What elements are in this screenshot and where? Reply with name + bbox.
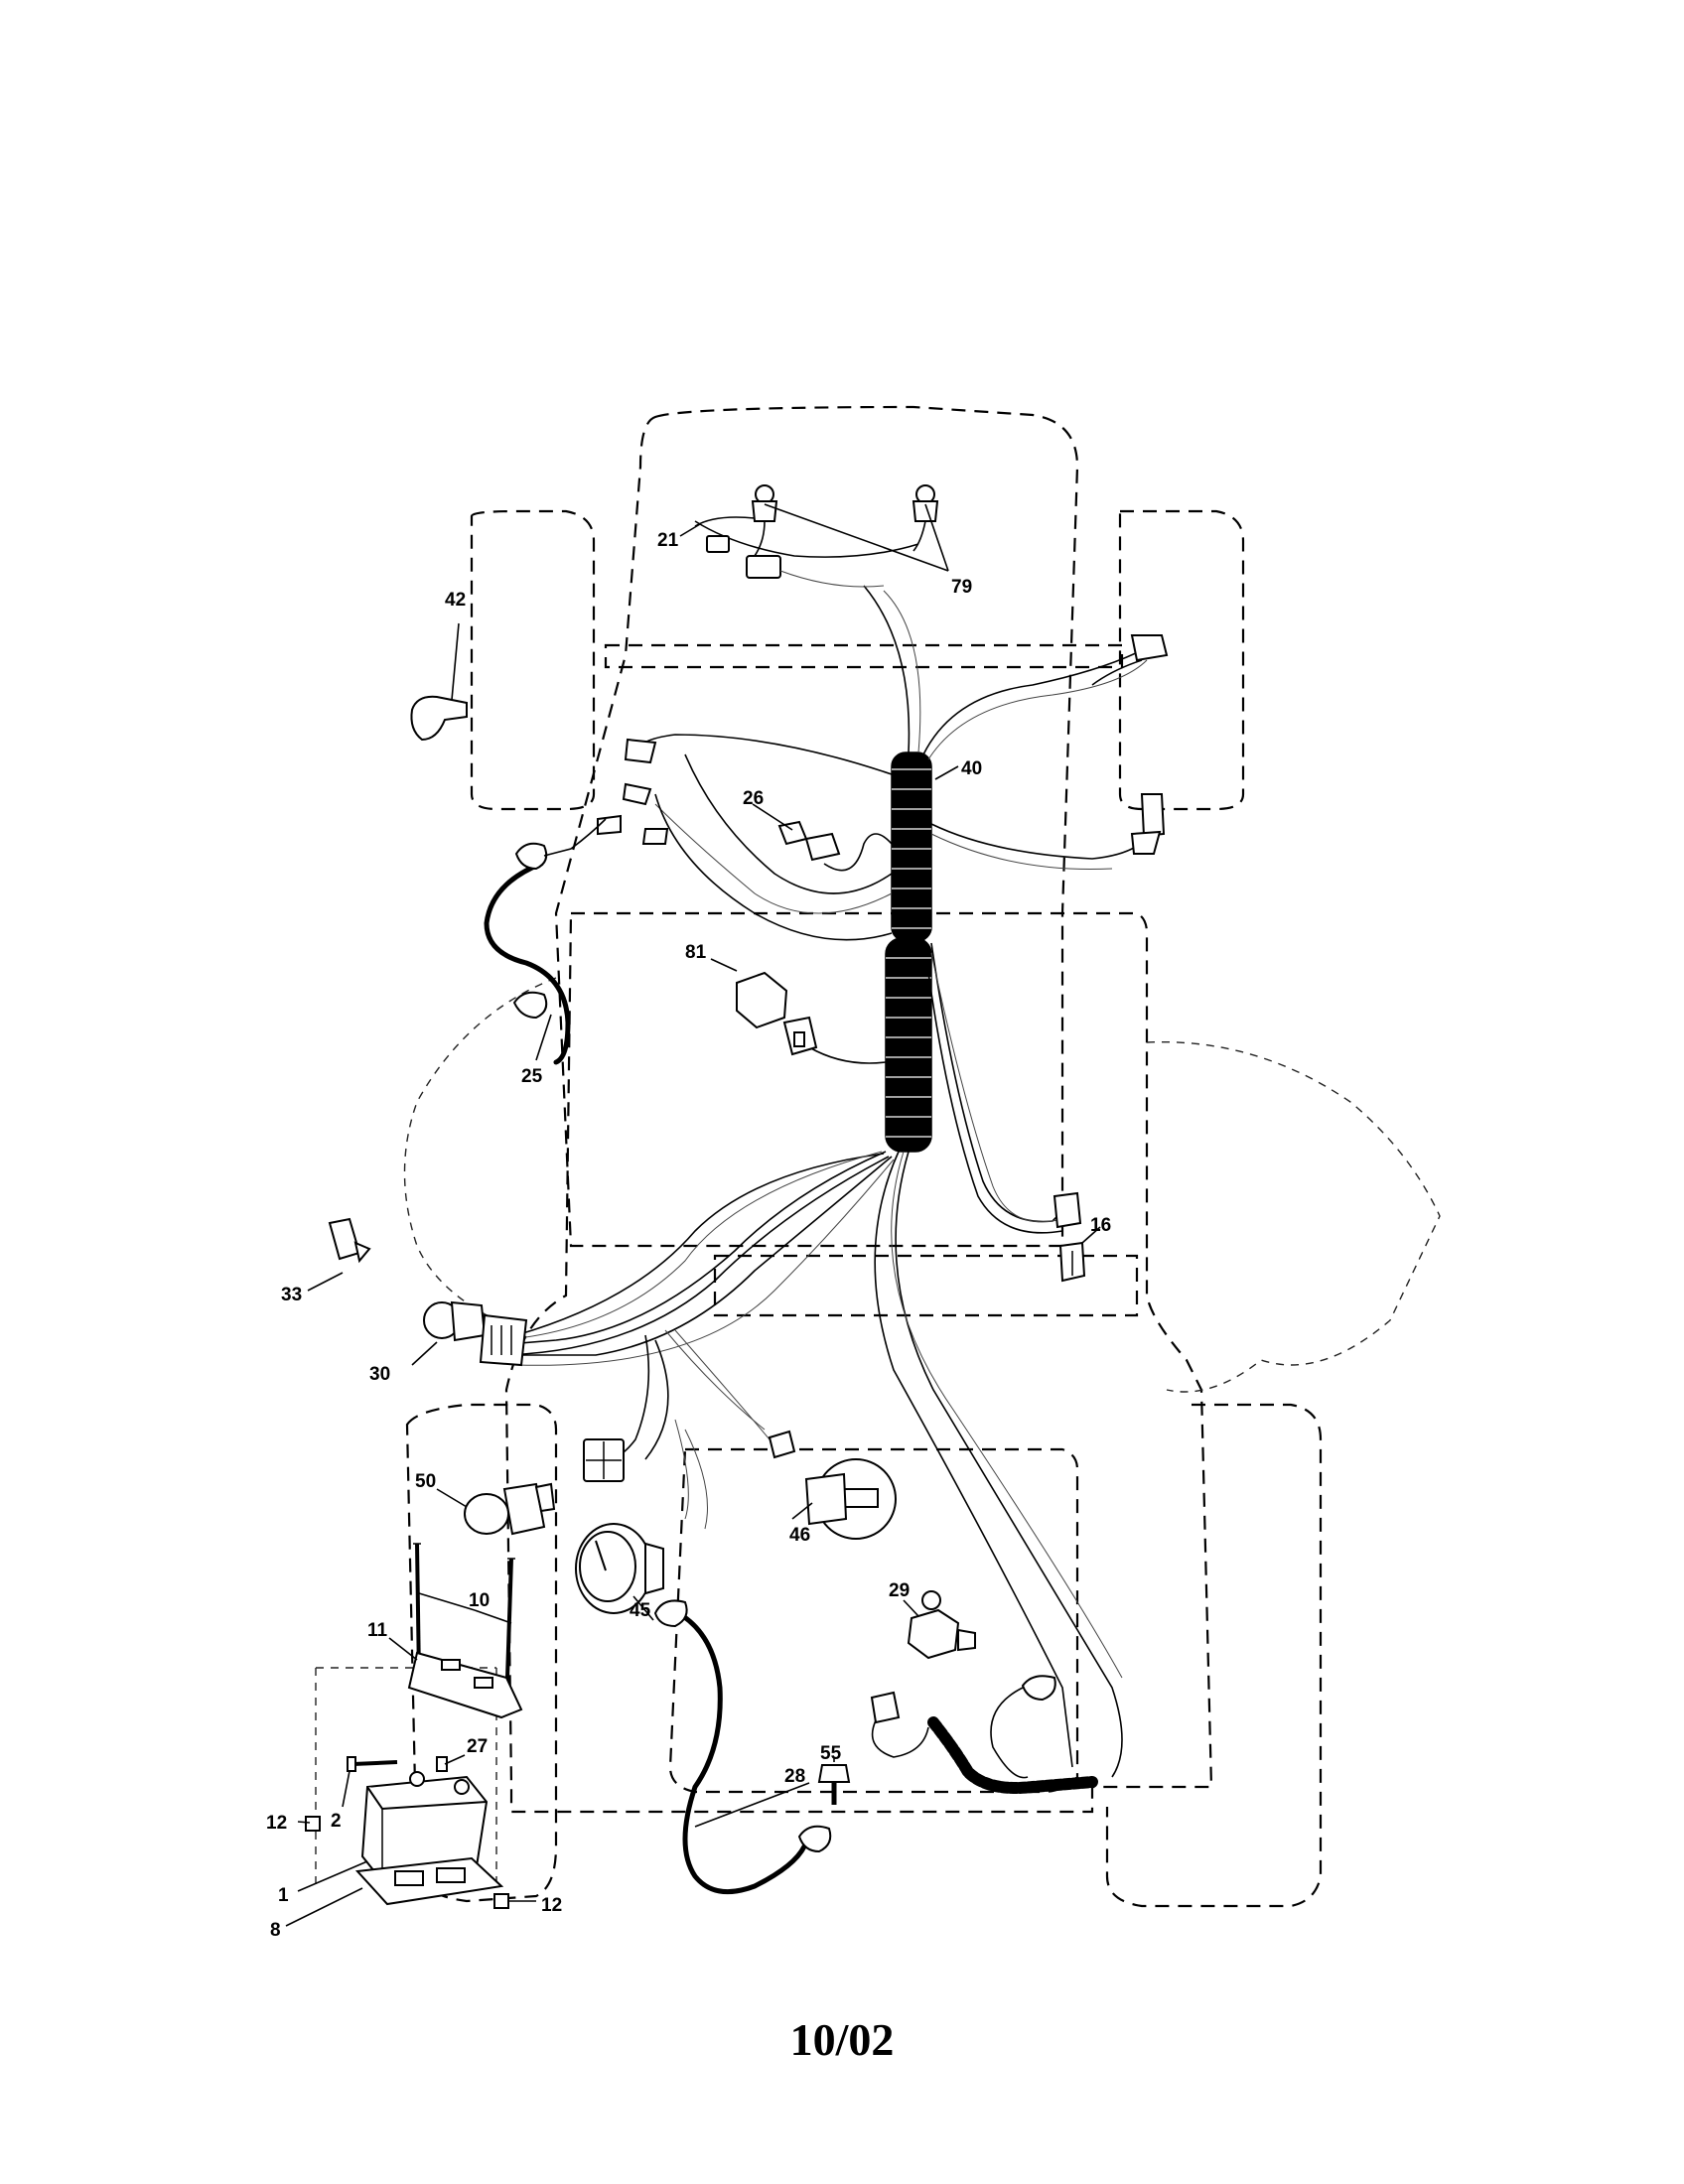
- right-upper-connector: [1091, 634, 1169, 686]
- ignition-switch-30: [423, 1300, 528, 1367]
- callout-79: 79: [951, 577, 972, 598]
- headlight-harness-21: [694, 516, 919, 588]
- multi-pin-connector: [583, 1438, 625, 1482]
- left-fender-outline: [403, 977, 557, 1321]
- callout-81: 81: [685, 942, 707, 963]
- relay-81: [736, 971, 818, 1056]
- callout-25: 25: [521, 1066, 543, 1087]
- bolt-2: [347, 1756, 398, 1772]
- split-loom-upper: [891, 751, 932, 942]
- ground-cable-28: [653, 1599, 832, 1895]
- battery-1: [360, 1771, 489, 1883]
- bolt-55: [817, 1764, 851, 1805]
- coiled-cable: [870, 1675, 1098, 1794]
- footer-date-code: 10/02: [790, 2014, 895, 2065]
- front-axle-outline: [604, 643, 1124, 669]
- part-42: [410, 622, 468, 742]
- frame-body-outline: [504, 911, 1213, 1814]
- callout-33: 33: [281, 1285, 302, 1305]
- hold-down-bracket-11: [407, 1651, 523, 1719]
- fuse-holder-26: [777, 820, 841, 862]
- callout-12-left: 12: [266, 1813, 287, 1834]
- callout-46: 46: [789, 1525, 810, 1546]
- right-side-plug: [1130, 793, 1166, 855]
- hour-meter-46: [768, 1430, 897, 1540]
- callout-21: 21: [657, 530, 679, 551]
- left-front-connectors: [597, 738, 669, 845]
- nut-12-left: [305, 1816, 321, 1832]
- callout-28: 28: [784, 1766, 805, 1787]
- hood-outline: [554, 405, 1079, 1248]
- callout-50: 50: [415, 1471, 436, 1492]
- nut-27: [436, 1756, 448, 1772]
- callout-2: 2: [331, 1811, 342, 1832]
- callout-29: 29: [889, 1580, 910, 1601]
- leader-lines: [285, 503, 1101, 1927]
- gauge-45: [575, 1523, 664, 1614]
- nut-12-right: [493, 1893, 509, 1909]
- right-front-tire: [1118, 509, 1245, 811]
- callout-40: 40: [961, 758, 982, 779]
- battery-cable-25: [484, 818, 607, 1065]
- main-harness: [495, 585, 1153, 1778]
- callout-27: 27: [467, 1736, 488, 1757]
- callout-26: 26: [743, 788, 764, 809]
- callout-1: 1: [278, 1885, 289, 1906]
- callout-16: 16: [1090, 1215, 1111, 1236]
- callout-42: 42: [445, 590, 466, 611]
- callout-30: 30: [369, 1364, 390, 1385]
- connector-16: [1052, 1191, 1086, 1283]
- callout-10: 10: [469, 1590, 490, 1611]
- key-33: [328, 1217, 371, 1264]
- callout-12-right: 12: [541, 1895, 562, 1916]
- callout-8: 8: [270, 1920, 281, 1941]
- seat-outline: [713, 1254, 1139, 1317]
- callouts: 42 21 79 40 26 81 25 16 33 30 50 10 11 4…: [266, 530, 1111, 1941]
- callout-55: 55: [820, 1743, 842, 1764]
- callout-45: 45: [630, 1600, 651, 1621]
- headlight-bulbs-79: [751, 484, 939, 557]
- right-fender-outline: [1146, 1040, 1441, 1393]
- light-switch-50: [464, 1482, 556, 1536]
- battery-tray-8: [354, 1856, 504, 1906]
- loom-ribs: [886, 768, 931, 1138]
- split-loom-lower: [885, 937, 932, 1153]
- solenoid-29: [907, 1590, 976, 1660]
- left-front-tire: [470, 509, 596, 811]
- callout-11: 11: [367, 1620, 388, 1641]
- left-rear-tire: [405, 1403, 558, 1903]
- right-rear-tire: [1105, 1403, 1323, 1908]
